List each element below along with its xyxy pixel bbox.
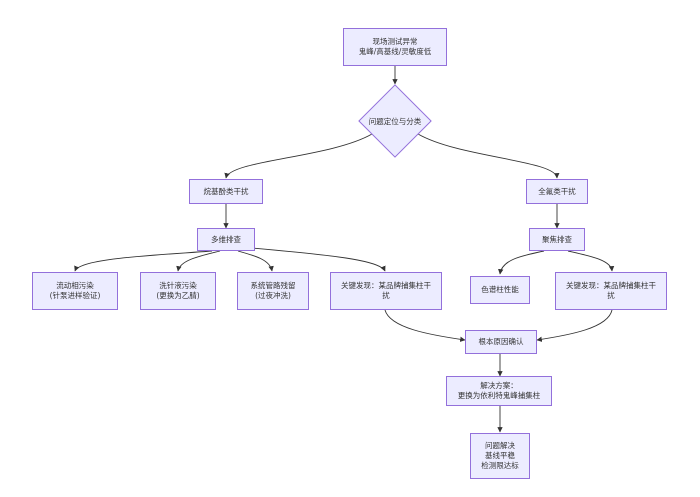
edge-decision-right [417,133,560,179]
left-check-node: 多维排查 [197,228,255,251]
check-pipeline-line-2: (过夜冲洗) [255,291,291,300]
check-needle-line-2: (更换为乙腈) [156,291,200,300]
left-check-label: 多维排查 [211,234,241,244]
check-needle-line-1: 洗针液污染 [159,281,197,290]
right-check-label: 聚焦排查 [542,234,572,244]
decision-label: 问题定位与分类 [368,116,422,126]
right-finding-node: 关键发现：某品牌捕集柱干 扰 [555,272,667,310]
left-branch-node: 烷基酚类干扰 [189,179,263,204]
check-mobile-line-1: 流动相污染 [56,281,94,290]
right-check-node: 聚焦排查 [529,228,585,251]
result-node: 问题解决 基线平稳 检测限达标 [470,433,530,479]
decision-node: 问题定位与分类 [358,84,432,158]
edge-rightfinding-root [536,309,613,342]
edge-rightcheck-finding [567,250,615,272]
check-needle-wash-node: 洗针液污染 (更换为乙腈) [140,272,216,310]
edge-rightcheck-column [498,250,545,275]
start-node: 现场测试异常 鬼峰/高基线/灵敏度低 [343,28,447,66]
check-column-node: 色谱柱性能 [470,276,530,304]
left-branch-label: 烷基酚类干扰 [203,186,249,196]
check-mobile-phase-node: 流动相污染 (针泵进样验证) [32,272,118,310]
edge-decision-left [224,133,373,179]
edge-leftcheck-needle [176,250,221,272]
check-pipeline-node: 系统管路残留 (过夜冲洗) [237,272,309,310]
start-line-1: 现场测试异常 [372,37,418,46]
right-finding-line-2: 扰 [607,291,615,300]
right-branch-label: 全氟类干扰 [538,186,576,196]
result-line-1: 问题解决 [485,441,515,450]
check-column-label: 色谱柱性能 [481,285,519,294]
left-finding-line-1: 关键发现：某品牌捕集柱干 [341,281,431,290]
edge-leftcheck-pipeline [237,250,274,272]
solution-node: 解决方案： 更换为依利特鬼峰捕集柱 [446,376,552,406]
start-line-2: 鬼峰/高基线/灵敏度低 [358,47,432,56]
result-line-2: 基线平稳 [485,451,515,460]
solution-line-2: 更换为依利特鬼峰捕集柱 [457,391,541,400]
right-finding-line-1: 关键发现：某品牌捕集柱干 [566,281,656,290]
edge-leftcheck-finding [251,247,386,272]
edge-leftfinding-root [384,309,466,342]
edge-leftcheck-mobile [74,250,213,272]
result-line-3: 检测限达标 [481,461,519,470]
left-finding-line-2: 扰 [382,291,390,300]
check-pipeline-line-1: 系统管路残留 [250,281,296,290]
root-cause-node: 根本原因确认 [465,330,537,354]
left-finding-node: 关键发现：某品牌捕集柱干 扰 [330,272,442,310]
check-mobile-line-2: (针泵进样验证) [49,291,101,300]
right-branch-node: 全氟类干扰 [526,179,588,204]
solution-line-1: 解决方案： [480,381,518,390]
root-cause-label: 根本原因确认 [478,337,524,346]
